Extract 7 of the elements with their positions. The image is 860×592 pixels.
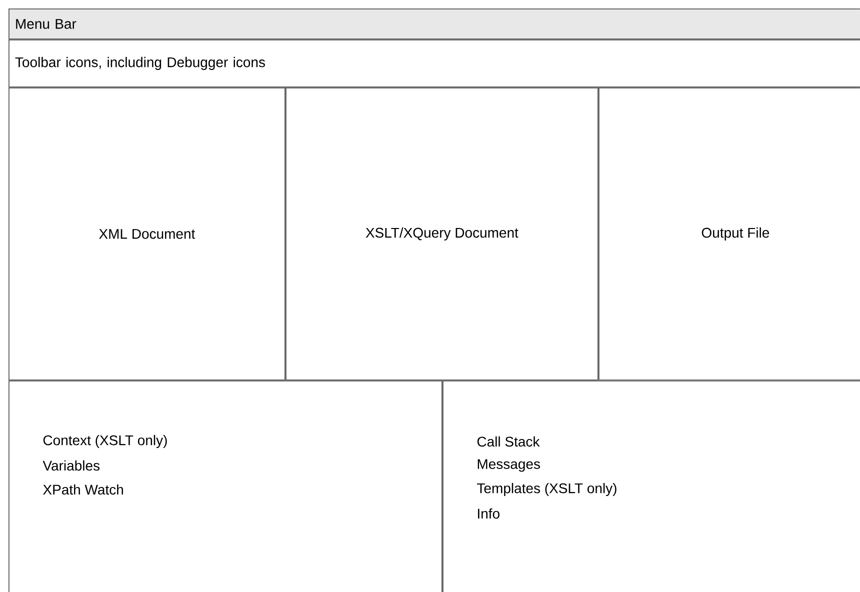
pane: XSLT/XQuery Document (286, 88, 598, 380)
pane: Context (XSLT only) Variables XPath Watch (8, 380, 442, 592)
pane: Output File (598, 88, 860, 380)
pane: Call Stack Messages Templates (XSLT only) Info (442, 380, 860, 592)
bar-panel: Toolbar icons, including Debugger icons (8, 40, 860, 88)
bar-panel: Menu Bar (8, 8, 860, 40)
pane: XML Document (8, 88, 286, 380)
